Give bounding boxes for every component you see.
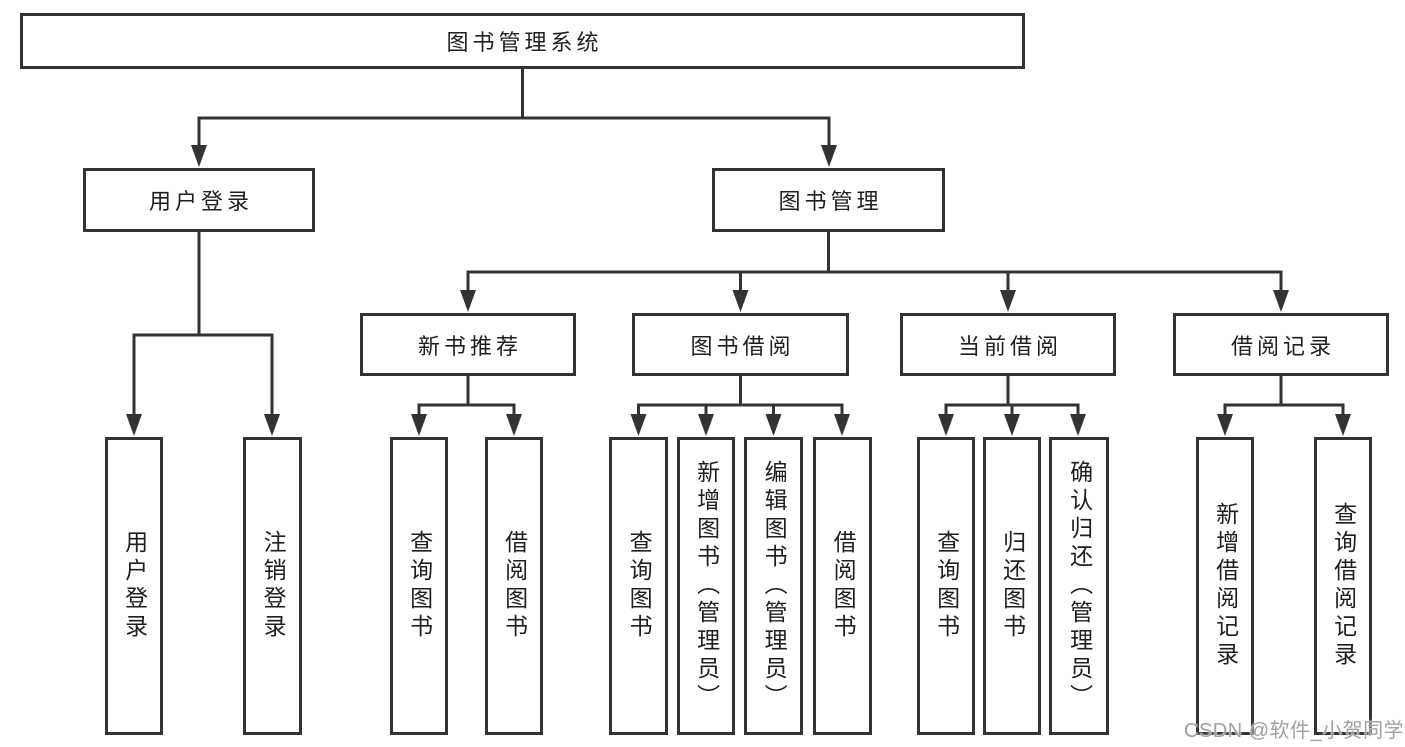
arrow-down-icon [411,414,427,436]
node-label: 查询借阅记录 [1330,502,1357,670]
arrow-down-icon [938,414,954,436]
node-query-books-borrowing: 查询图书 [609,437,668,735]
node-current-borrowing: 当前借阅 [900,313,1116,376]
arrow-down-icon [506,414,522,436]
arrow-down-icon [264,414,280,436]
node-add-book-admin: 新增图书（管理员） [677,437,735,735]
node-label: 图书管理 [778,189,883,214]
node-return-books: 归还图书 [983,437,1041,735]
node-label: 借阅图书 [501,530,528,642]
arrow-down-icon [630,414,647,436]
arrow-down-icon [834,414,850,436]
node-label: 新增图书（管理员） [693,460,720,712]
node-label: 查询图书 [406,530,433,642]
node-book-management: 图书管理 [712,168,945,232]
node-label: 新增借阅记录 [1212,502,1239,670]
node-query-borrow-record: 查询借阅记录 [1314,437,1372,735]
node-borrow-books-borrowing: 借阅图书 [813,437,872,735]
node-edit-book-admin: 编辑图书（管理员） [744,437,803,735]
arrow-down-icon [1070,414,1086,436]
node-label: 确认归还（管理员） [1066,460,1093,712]
arrow-down-icon [821,145,837,167]
node-book-borrowing: 图书借阅 [632,313,849,376]
node-add-borrow-record: 新增借阅记录 [1196,437,1254,735]
arrow-down-icon [765,414,782,436]
arrow-down-icon [1335,414,1351,436]
node-logout: 注销登录 [243,437,302,735]
node-label: 新书推荐 [417,333,522,359]
arrow-down-icon [1004,414,1020,436]
node-label: 用户登录 [121,530,148,642]
node-confirm-return-admin: 确认归还（管理员） [1049,437,1109,735]
node-label: 图书借阅 [690,333,795,359]
node-borrow-books-recommend: 借阅图书 [485,437,543,735]
node-label: 注销登录 [260,530,287,642]
node-new-book-recommendation: 新书推荐 [360,313,576,376]
arrow-down-icon [191,145,207,167]
arrow-down-icon [1273,290,1289,312]
arrow-down-icon [698,414,714,436]
node-label: 归还图书 [999,530,1026,642]
node-label: 编辑图书（管理员） [761,460,788,712]
node-borrowing-records: 借阅记录 [1173,313,1389,376]
node-label: 当前借阅 [957,333,1062,359]
node-label: 查询图书 [626,530,653,642]
node-user-login-leaf: 用户登录 [105,437,163,735]
node-label: 用户登录 [148,189,253,214]
arrow-down-icon [460,290,476,312]
arrow-down-icon [732,290,749,312]
node-query-books-recommend: 查询图书 [390,437,448,735]
node-label: 借阅记录 [1230,333,1335,359]
node-label: 借阅图书 [830,530,857,642]
arrow-down-icon [1217,414,1233,436]
arrow-down-icon [126,414,142,436]
node-label: 查询图书 [933,530,960,642]
watermark: CSDN @软件_小贺同学 [1184,720,1405,742]
node-label: 图书管理系统 [446,30,603,55]
arrow-down-icon [1000,290,1016,312]
node-library-management-system: 图书管理系统 [20,13,1025,69]
node-user-login: 用户登录 [83,168,315,232]
node-query-books-current: 查询图书 [917,437,975,735]
